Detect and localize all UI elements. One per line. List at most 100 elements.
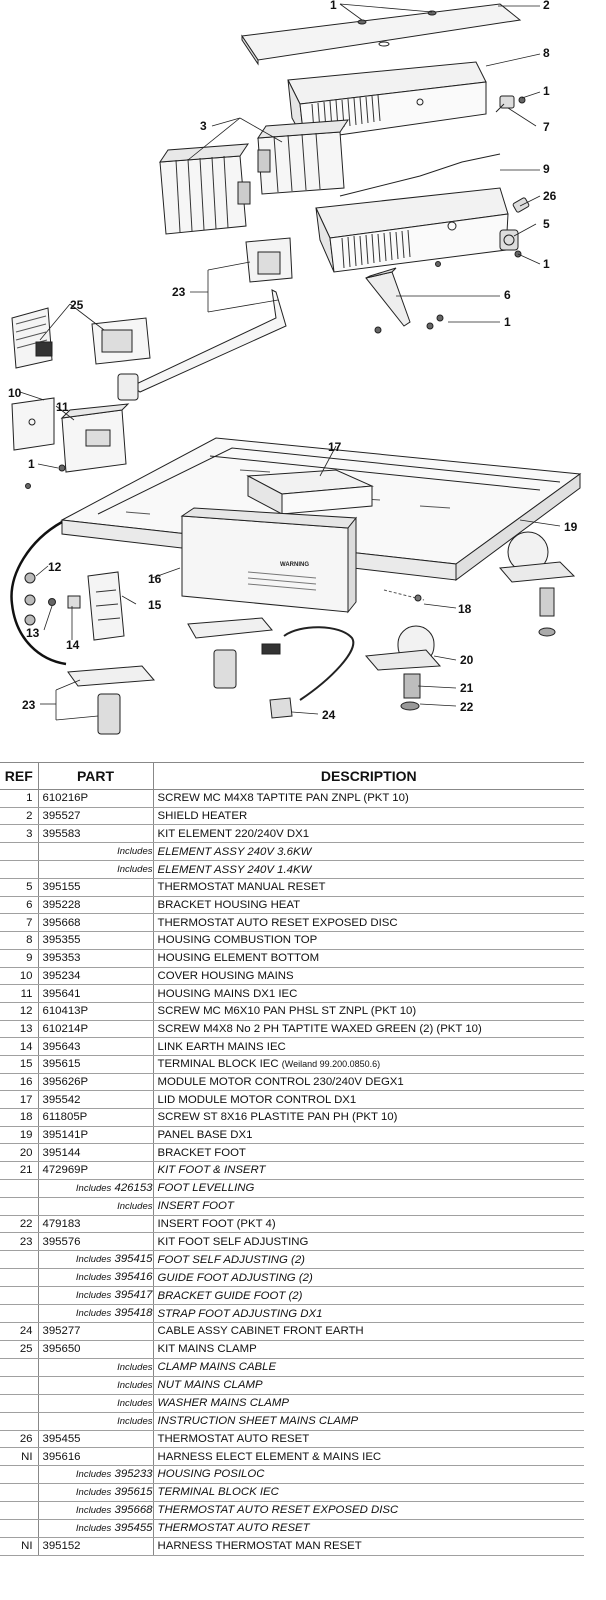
description-cell: INSTRUCTION SHEET MAINS CLAMP <box>153 1412 584 1431</box>
part-number: 395615 <box>114 1485 153 1498</box>
part-housing-mains <box>60 403 130 473</box>
description-cell: CABLE ASSY CABINET FRONT EARTH <box>153 1322 584 1341</box>
part-cell: 395615 <box>38 1055 154 1074</box>
description-cell: LINK EARTH MAINS IEC <box>153 1037 584 1056</box>
description-text: FOOT LEVELLING <box>157 1182 255 1195</box>
ref-cell: 22 <box>0 1215 39 1234</box>
part-number: 395353 <box>42 952 81 965</box>
ref-cell: 6 <box>0 896 39 915</box>
screws-group <box>25 250 522 489</box>
ref-cell: 10 <box>0 967 39 986</box>
part-cell: 610216P <box>38 789 154 808</box>
callout-21: 21 <box>460 681 474 695</box>
leader-lines <box>19 3 561 721</box>
description-cell: KIT ELEMENT 220/240V DX1 <box>153 824 584 844</box>
table-header-row: REF PART DESCRIPTION <box>0 762 584 790</box>
part-cell: 395355 <box>38 931 154 950</box>
includes-label: Includes <box>117 864 153 876</box>
part-number: 610216P <box>42 792 89 805</box>
callout-12: 12 <box>48 560 62 574</box>
callout-1: 1 <box>28 457 35 471</box>
callout-23: 23 <box>22 698 36 712</box>
part-cell: Includes 395615 <box>38 1483 154 1502</box>
callout-22: 22 <box>460 700 474 714</box>
ref-cell: 8 <box>0 931 39 950</box>
part-cell: Includes <box>38 1197 154 1216</box>
part-number: 395141P <box>42 1129 89 1142</box>
part-number: 395418 <box>114 1307 153 1320</box>
callout-7: 7 <box>543 120 550 134</box>
part-shield-heater <box>241 3 522 66</box>
description-text: SCREW MC M4X8 TAPTITE PAN ZNPL (PKT 10) <box>157 792 409 805</box>
part-number: 395641 <box>42 987 81 1000</box>
ref-cell <box>0 1286 39 1306</box>
ref-cell: 15 <box>0 1055 39 1074</box>
includes-label: Includes <box>75 1468 112 1480</box>
part-number: 426153 <box>114 1181 153 1194</box>
callout-2: 2 <box>543 0 550 12</box>
part-foot-self-adjusting-left <box>67 665 156 735</box>
part-cell: Includes 395455 <box>38 1519 154 1538</box>
description-text: TERMINAL BLOCK IEC <box>157 1058 282 1071</box>
ref-cell: 18 <box>0 1108 39 1127</box>
description-text: KIT FOOT & INSERT <box>157 1164 266 1177</box>
description-cell: KIT FOOT & INSERT <box>153 1161 584 1180</box>
part-cell: Includes 395417 <box>38 1286 154 1306</box>
description-note: (Weiland 99.200.0850.6) <box>281 1059 381 1070</box>
part-cell: 472969P <box>38 1161 154 1180</box>
ref-cell: 7 <box>0 913 39 933</box>
description-text: HARNESS THERMOSTAT MAN RESET <box>157 1540 362 1553</box>
ref-cell: 5 <box>0 878 39 897</box>
description-cell: STRAP FOOT ADJUSTING DX1 <box>153 1304 584 1324</box>
includes-label: Includes <box>117 1361 153 1373</box>
description-cell: HOUSING ELEMENT BOTTOM <box>153 949 584 968</box>
description-text: MODULE MOTOR CONTROL 230/240V DEGX1 <box>157 1075 404 1088</box>
part-module-motor-control: WARNING <box>180 507 357 614</box>
part-cell: 395144 <box>38 1143 154 1163</box>
callout-5: 5 <box>543 217 550 231</box>
part-number: 395233 <box>114 1467 153 1480</box>
part-terminal-block-iec <box>87 571 125 641</box>
part-guide-foot-adjusting <box>245 237 293 283</box>
ref-cell: 19 <box>0 1126 39 1145</box>
callout-24: 24 <box>322 708 336 722</box>
exploded-parts-diagram: WARNING <box>0 0 606 760</box>
part-kit-mains-clamp <box>11 307 151 369</box>
description-cell: INSERT FOOT <box>153 1197 584 1216</box>
part-number: 395228 <box>42 899 81 912</box>
ref-cell <box>0 1268 39 1288</box>
ref-cell <box>0 1501 39 1520</box>
description-cell: BRACKET FOOT <box>153 1143 584 1163</box>
description-cell: HARNESS THERMOSTAT MAN RESET <box>153 1537 584 1556</box>
part-cell: 395641 <box>38 984 154 1003</box>
part-insert-foot <box>400 701 420 711</box>
part-element-assy-large <box>159 143 251 235</box>
callout-9: 9 <box>543 162 550 176</box>
part-cell: Includes 395415 <box>38 1250 154 1270</box>
description-text: CABLE ASSY CABINET FRONT EARTH <box>157 1325 364 1338</box>
callout-1: 1 <box>543 257 550 271</box>
part-number: 395576 <box>42 1235 81 1248</box>
description-cell: NUT MAINS CLAMP <box>153 1376 584 1395</box>
description-cell: SCREW M4X8 No 2 PH TAPTITE WAXED GREEN (… <box>153 1020 584 1039</box>
includes-label: Includes <box>75 1182 112 1194</box>
part-cell: 479183 <box>38 1215 154 1234</box>
ref-cell: 11 <box>0 984 39 1003</box>
description-text: KIT MAINS CLAMP <box>157 1343 257 1356</box>
part-thermostat-auto-reset-disc <box>495 95 526 113</box>
